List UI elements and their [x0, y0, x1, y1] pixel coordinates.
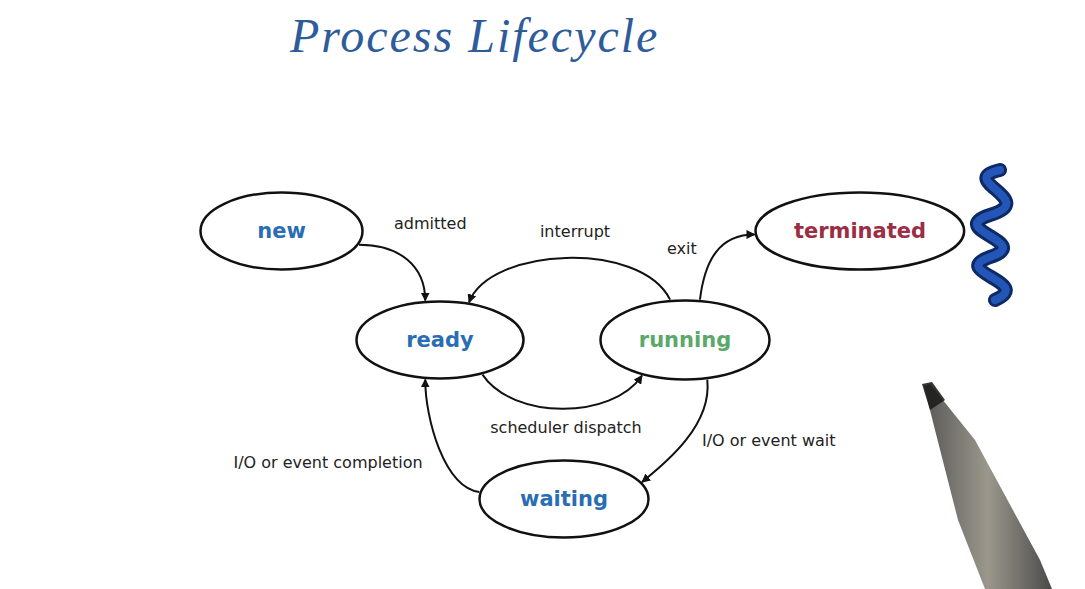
transition-label: scheduler dispatch — [488, 418, 643, 437]
title: Process Lifecycle — [290, 8, 659, 63]
transition-arrow — [359, 245, 425, 301]
transition-label: admitted — [392, 214, 469, 233]
transition-label: I/O or event wait — [700, 431, 838, 450]
state-ellipse: terminated — [754, 191, 966, 271]
pen — [924, 384, 1052, 589]
state-name: running — [639, 328, 731, 352]
squiggle — [977, 170, 1006, 300]
pen-tip — [922, 382, 945, 410]
transition-arrow — [483, 375, 643, 409]
state-ellipse: new — [199, 191, 364, 271]
state-ellipse: running — [599, 299, 771, 381]
transition-arrow — [700, 234, 755, 299]
state-name: ready — [406, 328, 474, 352]
transition-label: exit — [665, 239, 699, 258]
transition-arrow — [425, 379, 479, 492]
state-name: new — [257, 219, 306, 243]
transition-arrow — [469, 258, 670, 303]
squiggle — [977, 170, 1006, 300]
state-name: terminated — [794, 219, 926, 243]
transition-label: interrupt — [538, 222, 612, 241]
state-ellipse: waiting — [478, 459, 650, 539]
state-name: waiting — [520, 487, 608, 511]
transition-label: I/O or event completion — [231, 453, 424, 472]
transition-arrow — [642, 380, 708, 482]
state-ellipse: ready — [355, 300, 525, 380]
